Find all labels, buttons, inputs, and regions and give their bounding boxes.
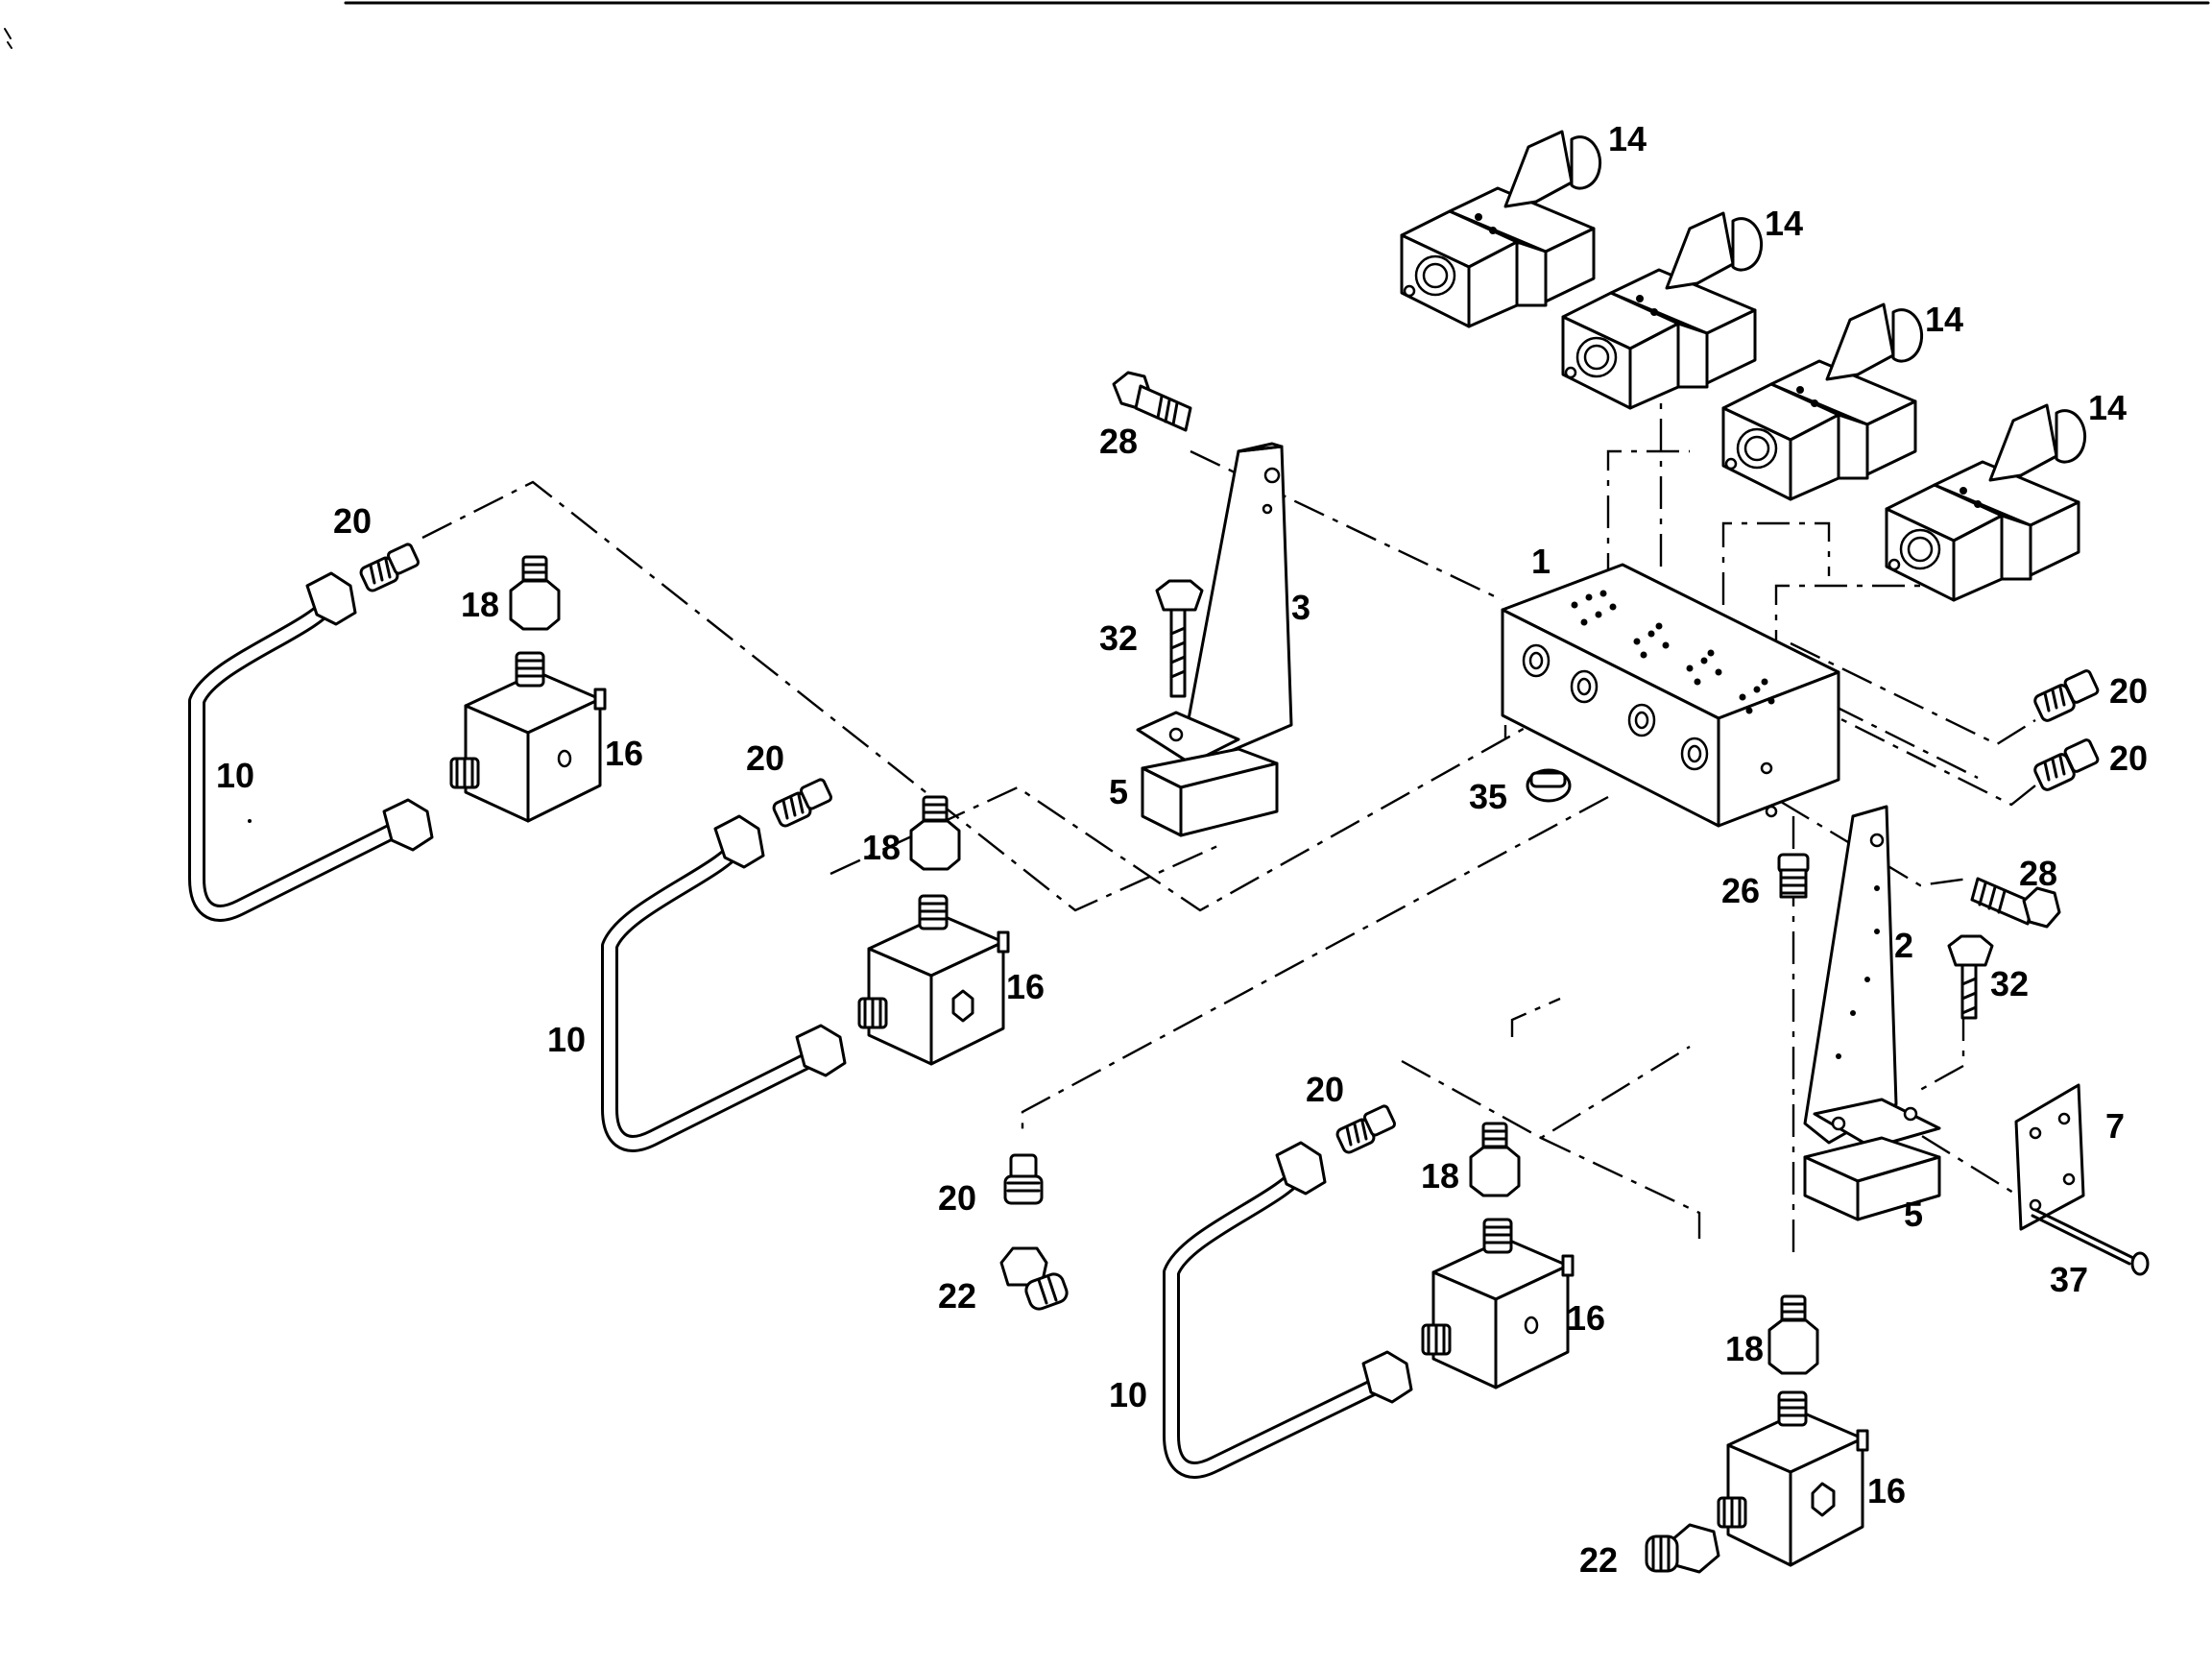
pin-37: [2031, 1208, 2150, 1276]
label-part-5-right: 5: [1904, 1195, 1923, 1234]
hose-assembly-c: [1163, 1141, 1413, 1479]
label-part-16-d: 16: [1867, 1471, 1906, 1510]
part-labels: 1 2 3 5 5 7 10 10 10 14 14 14 14 16 16 1…: [216, 119, 2148, 1580]
bolt-32-left: [1155, 579, 1204, 698]
fitting-18-d: [1767, 1294, 1819, 1375]
fitting-26: [1777, 853, 1810, 899]
elbow-22-d: [1645, 1523, 1720, 1574]
fitting-20-e: [1003, 1153, 1044, 1205]
label-part-26: 26: [1721, 871, 1760, 910]
fitting-20-b: [772, 778, 833, 828]
label-part-3: 3: [1291, 588, 1310, 627]
label-part-14-a: 14: [1608, 119, 1647, 158]
label-part-37: 37: [2050, 1260, 2088, 1299]
bolt-28-lower: [1970, 877, 2061, 929]
label-part-18-a: 18: [461, 585, 499, 624]
valve-block-16-b: [857, 894, 1010, 1066]
label-part-20-e: 20: [2109, 671, 2148, 711]
hose-assembly-a: [188, 571, 434, 922]
solenoid-valve-1: [1400, 130, 1601, 328]
label-part-32-a: 32: [1099, 618, 1138, 658]
fitting-18-a: [509, 555, 561, 631]
label-part-7: 7: [2105, 1106, 2125, 1146]
valve-block-16-d: [1717, 1390, 1869, 1567]
label-part-20-c: 20: [1306, 1070, 1344, 1109]
label-part-28-a: 28: [1099, 422, 1138, 461]
fitting-20-g: [2033, 738, 2100, 791]
label-part-20-a: 20: [333, 501, 372, 541]
label-part-16-a: 16: [605, 734, 643, 773]
label-part-10-a: 10: [216, 756, 254, 795]
label-part-20-d: 20: [938, 1178, 976, 1218]
label-part-16-c: 16: [1567, 1298, 1605, 1338]
label-part-14-c: 14: [1925, 300, 1963, 339]
label-part-14-d: 14: [2088, 388, 2127, 427]
label-part-18-d: 18: [1725, 1329, 1764, 1368]
scan-artifacts: [4, 28, 252, 823]
spacer-block-5-left: [1141, 747, 1279, 837]
bolt-28-upper: [1112, 371, 1192, 432]
label-part-18-c: 18: [1421, 1156, 1459, 1196]
valve-block-16-c: [1421, 1218, 1575, 1389]
valve-block-16-a: [449, 651, 607, 823]
label-part-16-b: 16: [1006, 967, 1045, 1006]
solenoid-valve-3: [1721, 302, 1923, 501]
fitting-20-a: [359, 543, 421, 592]
label-part-22-b: 22: [1579, 1540, 1618, 1580]
bolt-32-right: [1947, 934, 1994, 1020]
solenoid-valve-4: [1885, 403, 2086, 602]
hose-assembly-b: [601, 814, 847, 1152]
label-part-22-a: 22: [938, 1276, 976, 1316]
label-part-14-b: 14: [1765, 204, 1803, 243]
plug-35: [1526, 768, 1572, 803]
fitting-20-c: [1335, 1104, 1397, 1154]
label-part-2: 2: [1894, 926, 1913, 965]
label-part-10-b: 10: [547, 1020, 586, 1059]
label-part-1: 1: [1531, 542, 1551, 581]
label-part-20-b: 20: [746, 738, 784, 778]
solenoid-valve-2: [1561, 211, 1763, 410]
label-part-5-left: 5: [1109, 772, 1128, 811]
spacer-block-5-right: [1803, 1136, 1941, 1221]
bracket-2: [1803, 805, 1941, 1149]
manifold-block: [1501, 563, 1840, 828]
fitting-18-c: [1469, 1122, 1521, 1197]
label-part-35: 35: [1469, 777, 1507, 816]
fitting-20-f: [2033, 669, 2100, 722]
plate-7: [2014, 1083, 2085, 1231]
elbow-22-e: [999, 1246, 1069, 1311]
fitting-18-b: [909, 795, 961, 871]
label-part-18-b: 18: [862, 828, 901, 867]
bracket-3: [1136, 442, 1293, 770]
label-part-10-c: 10: [1109, 1375, 1147, 1414]
label-part-32-b: 32: [1990, 964, 2029, 1003]
label-part-20-f: 20: [2109, 738, 2148, 778]
label-part-28-b: 28: [2019, 854, 2057, 893]
